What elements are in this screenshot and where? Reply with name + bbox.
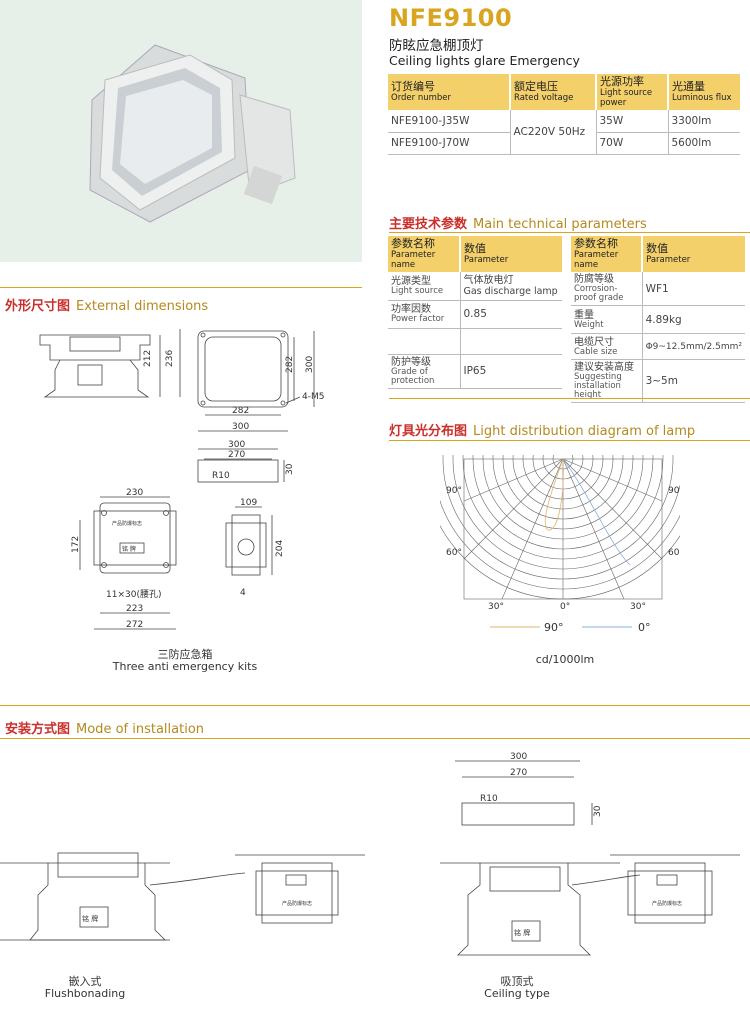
external-dimensions-drawing: 212 236 282 300 282 300 4-M5 300 270 30 … [39,329,324,630]
inst-dim-30: 30 [593,805,603,817]
dim-b270: 270 [228,450,245,460]
inst-dim-270: 270 [510,768,527,778]
installation-drawing: 300 270 30 R10 铭 牌 铭 牌 产品防爆标志 产品防爆标志 [0,752,740,956]
flush-nameplate: 铭 牌 [82,914,98,923]
dim-b30: 30 [285,463,295,475]
dim-k230: 230 [126,488,143,498]
legend-90: 90° [544,621,564,634]
box-caption-en: Three anti emergency kits [112,660,258,673]
angle-0: 0° [560,602,570,612]
dim-k223: 223 [126,604,143,614]
legend-0: 0° [638,621,651,634]
dim-236: 236 [165,350,175,367]
box-nameplate: 铭 牌 [122,545,136,553]
polar-arc [440,525,680,600]
polar-unit: cd/1000lm [535,653,595,666]
ceiling-caption-cn: 吸顶式 [500,975,534,988]
dim-k4: 4 [240,588,246,598]
inst-dim-300: 300 [510,752,527,762]
divider [389,232,750,233]
dim-k204: 204 [275,540,285,557]
table-row [388,328,562,355]
inst-dim-r10: R10 [480,794,498,804]
dim-k-slot: 11×30(腰孔) [106,589,161,600]
dim-m5: 4-M5 [302,392,324,402]
product-model: NFE9100 [389,4,513,32]
divider [0,705,750,706]
angle-90-right: 90° [668,486,680,496]
ceiling-caption-en: Ceiling type [484,987,550,1000]
dim-b300: 300 [228,440,245,450]
divider [389,398,750,399]
product-photo [0,0,362,262]
divider [0,738,750,739]
box-caption-cn: 三防应急箱 [157,648,213,661]
product-name-en: Ceiling lights glare Emergency [389,53,580,68]
dim-k172: 172 [71,536,81,553]
dim-282-w: 282 [232,406,249,416]
angle-30-right: 30° [630,602,646,612]
dim-300-w: 300 [232,422,249,432]
angle-60-right: 60° [668,548,680,558]
table-row: NFE9100-J35W AC220V 50Hz 35W 3300lm [388,110,740,155]
dim-k272: 272 [126,620,143,630]
dim-300-h: 300 [305,356,315,373]
flush-box-label: 产品防爆标志 [282,900,312,907]
angle-60-left: 60° [446,548,462,558]
ceiling-nameplate: 铭 牌 [514,928,530,937]
polar-diagram: 90° 90° 60° 60° 30° 0° 30° 90° 0° [440,455,680,634]
box-explosion-label: 产品防爆标志 [112,520,142,527]
flush-caption-cn: 嵌入式 [68,975,102,988]
divider [389,440,750,441]
angle-30-left: 30° [488,602,504,612]
dim-282-h: 282 [285,356,295,373]
table-row: NFE9100-J70W 70W 5600lm [388,132,740,155]
flush-caption-en: Flushbonading [44,987,126,1000]
dim-k109: 109 [240,498,257,508]
ceiling-box-label: 产品防爆标志 [652,900,682,907]
dim-212: 212 [143,350,153,367]
divider [0,287,362,288]
angle-90-left: 90° [446,486,462,496]
dim-r10: R10 [212,471,230,481]
product-name-cn: 防眩应急棚顶灯 [389,38,484,54]
